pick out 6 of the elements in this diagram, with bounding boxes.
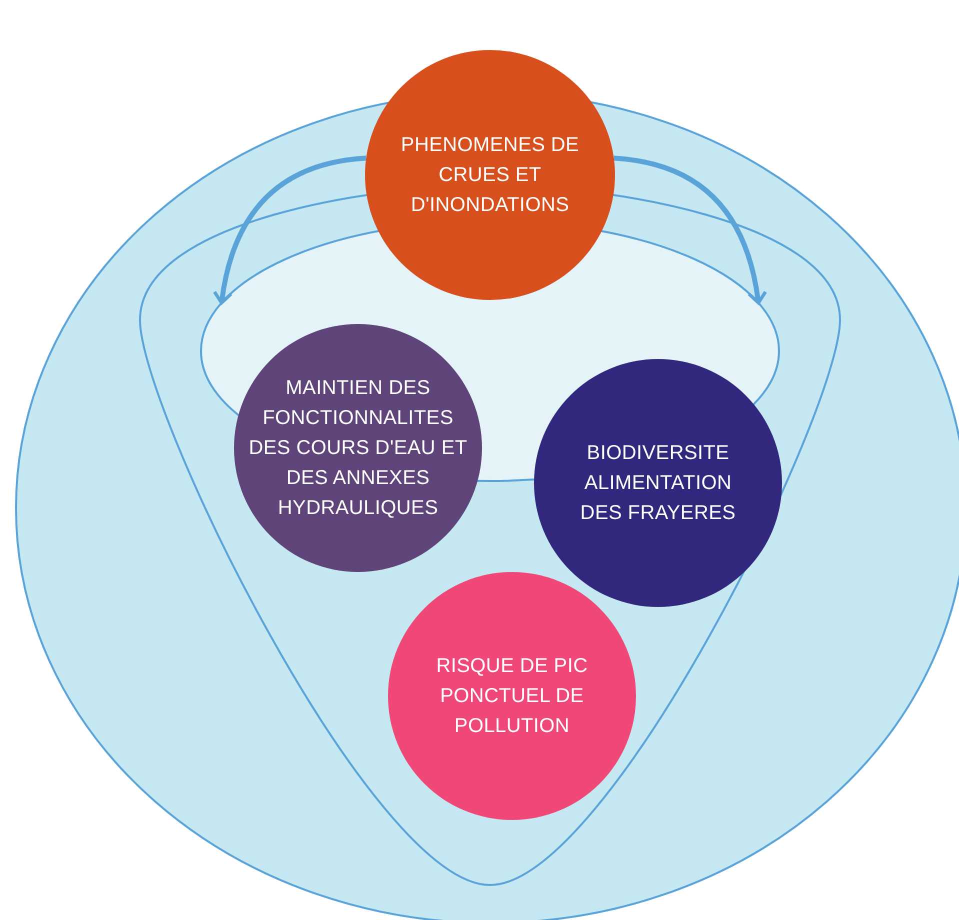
node-text: RISQUE DE PIC PONCTUEL DE POLLUTION [435, 654, 589, 739]
node-text: BIODIVERSITE ALIMENTATION DES FRAYERES [579, 441, 737, 526]
node-text: MAINTIEN DES FONCTIONNALITES DES COURS D'EAU ET DES ANNEXES HYDRAULIQUES [248, 376, 468, 521]
curved-arrow [213, 156, 366, 304]
node-text: PHENOMENES DE CRUES ET D'INONDATIONS [400, 133, 580, 218]
curved-arrow [614, 156, 767, 304]
